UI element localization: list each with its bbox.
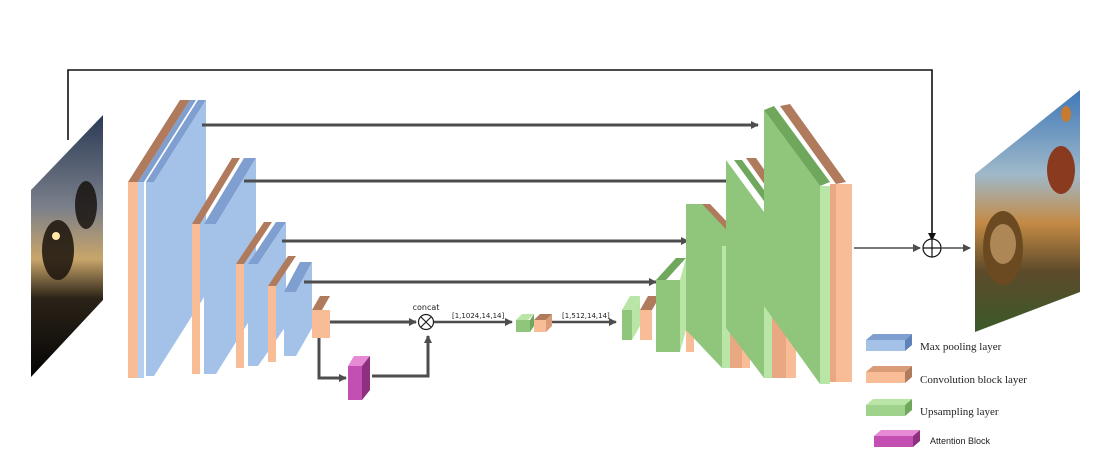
bottleneck-upsample-block (516, 314, 534, 332)
legend-item-upsample: Upsampling layer (866, 399, 999, 418)
bottleneck-conv-block-2 (534, 314, 552, 332)
decoder-level-3-upsample (656, 258, 686, 352)
encoder-level-1-conv-block (128, 100, 190, 378)
encoder-level-1-conv-block-2 (138, 100, 196, 378)
legend-item-maxpool: Max pooling layer (866, 334, 1002, 353)
legend-label-upsample: Upsampling layer (920, 406, 999, 418)
concat-label: concat (413, 303, 440, 312)
decoder (622, 104, 852, 384)
decoder-top-upsample (764, 106, 830, 384)
encoder-level-4-conv-block (268, 256, 296, 362)
legend-item-conv: Convolution block layer (866, 366, 1027, 386)
decoder-level-4-conv-block (640, 296, 660, 340)
encoder (128, 100, 330, 378)
legend-label-conv: Convolution block layer (920, 374, 1027, 386)
legend-label-attention: Attention Block (930, 436, 991, 446)
input-image (31, 115, 103, 377)
circle-plus-icon (922, 238, 942, 258)
decoder-top-conv-block (780, 104, 852, 382)
legend-label-maxpool: Max pooling layer (920, 341, 1002, 353)
output-image (975, 90, 1080, 332)
legend: Max pooling layer Convolution block laye… (866, 334, 1027, 447)
global-skip-connection (67, 69, 936, 241)
attention-block (348, 356, 370, 400)
tensor-shape-label-2: [1,512,14,14] (562, 312, 610, 320)
encoder-level-3-conv-block (236, 222, 272, 368)
encoder-level-2-conv-block (192, 158, 240, 374)
legend-item-attention: Attention Block (874, 430, 991, 447)
skip-connections (202, 121, 759, 286)
tensor-shape-label-1: [1,1024,14,14] (452, 312, 504, 320)
bottleneck-conv-block (312, 296, 330, 338)
circle-times-icon (417, 313, 435, 331)
encoder-level-4-maxpool (284, 262, 312, 356)
attention-path (317, 318, 432, 382)
decoder-level-4-upsample (622, 296, 640, 340)
